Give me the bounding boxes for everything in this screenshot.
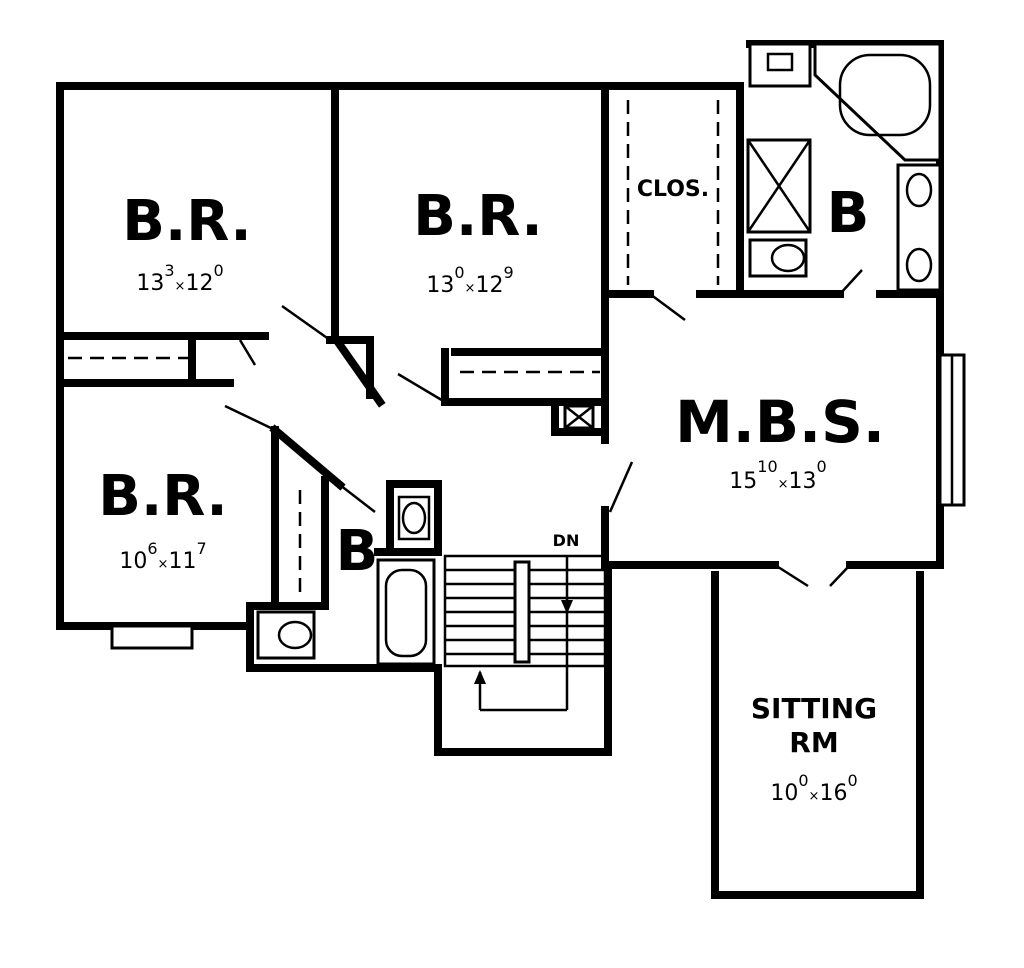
hall-bath-fixtures — [256, 495, 436, 666]
br3-dimensions: 106×117 — [119, 539, 206, 574]
closet-label: CLOS. — [637, 177, 709, 202]
door-swings — [224, 269, 863, 588]
master-bath-fixtures — [746, 42, 942, 292]
bathtub-icon — [838, 53, 932, 137]
windows — [110, 353, 966, 650]
sink-icon — [766, 52, 794, 72]
br2-label: B.R. — [413, 184, 542, 249]
toilet-icon — [256, 610, 316, 660]
br1-dimensions: 133×120 — [136, 261, 223, 296]
sitting-room-dimensions: 100×160 — [770, 771, 857, 806]
br1-label: B.R. — [122, 189, 251, 254]
sitting-room-label-line2: RM — [789, 726, 838, 759]
stairs — [443, 404, 607, 712]
mbs-dimensions: 1510×130 — [729, 457, 826, 494]
sink-icon — [397, 495, 431, 541]
sitting-room-label-line1: SITTING — [751, 692, 877, 725]
sink-icon — [905, 247, 933, 283]
stairs-down-label: DN — [553, 531, 580, 550]
toilet-icon — [770, 243, 806, 273]
mbs-label: M.B.S. — [675, 388, 885, 456]
br3-label: B.R. — [98, 464, 227, 529]
br2-dimensions: 130×129 — [426, 263, 513, 298]
sink-icon — [905, 172, 933, 208]
room-labels: B.R. 133×120 B.R. 130×129 B.R. 106×117 C… — [98, 177, 885, 806]
interior-walls — [56, 86, 944, 610]
hall-bath-label: B — [336, 519, 379, 584]
master-bath-label: B — [827, 181, 870, 246]
closet-shelves — [68, 100, 720, 600]
